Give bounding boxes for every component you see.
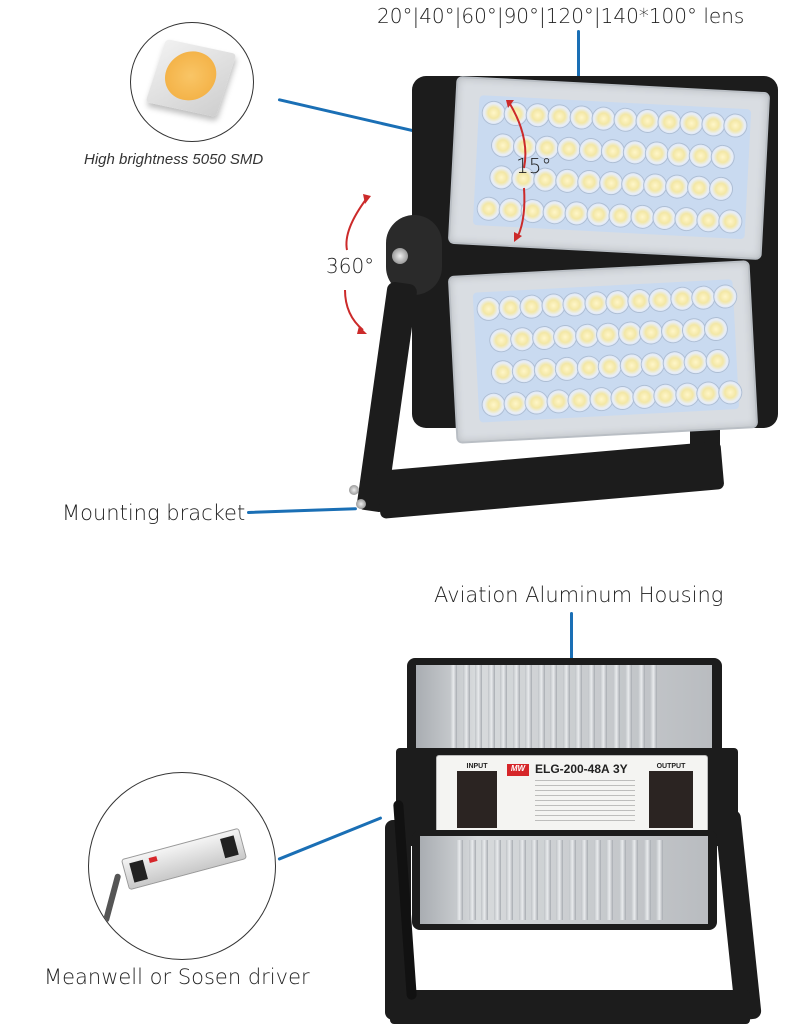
driver-specs-text [535, 780, 635, 824]
rotation-label: 360° [326, 254, 375, 278]
driver-inset [88, 772, 276, 960]
smd-phosphor [158, 46, 223, 105]
bracket-bolt [349, 485, 359, 495]
bracket-callout-line [246, 507, 357, 514]
heat-sink-fin [581, 840, 588, 920]
bracket-bolt [356, 499, 366, 509]
beam-angle-label: 15° [516, 154, 552, 178]
smd-chip-inset [130, 22, 254, 142]
heat-sink-fin [493, 840, 501, 920]
driver-unit: INPUT MW ELG-200-48A 3Y OUTPUT [436, 755, 708, 835]
smd-chip-body [145, 38, 237, 118]
heat-sink-fin [618, 840, 626, 920]
heat-sink-fin [500, 665, 507, 750]
lens-options-label: 20°|40°|60°|90°|120°|140*100° lens [377, 4, 745, 28]
heat-sink-fin [593, 840, 601, 920]
heat-sink-fin [462, 665, 470, 750]
heat-sink-fin [600, 665, 607, 750]
heat-sink-fin [468, 840, 476, 920]
hub-bolt [392, 248, 408, 264]
heat-sink-fin [650, 665, 657, 750]
heat-sink-fin [631, 840, 638, 920]
heat-sink-fin [475, 665, 482, 750]
heat-sink-fin [568, 840, 576, 920]
driver-label: Meanwell or Sosen driver [44, 965, 310, 989]
heat-sink-fin [481, 840, 488, 920]
bracket-base [376, 441, 725, 519]
heat-sink-fin [518, 840, 526, 920]
driver-model: ELG-200-48A [535, 762, 610, 776]
heat-sink-fin [525, 665, 532, 750]
heat-sink-fin [450, 665, 457, 750]
heat-sink-fin [625, 665, 632, 750]
heat-sink-fin [550, 665, 557, 750]
heat-sink-fin [587, 665, 595, 750]
driver-input-panel: INPUT [457, 762, 497, 828]
housing-label: Aviation Aluminum Housing [434, 583, 724, 607]
heat-sink-fin [487, 665, 495, 750]
driver-output-label: OUTPUT [649, 762, 693, 771]
driver-thumbnail-cable [102, 873, 122, 923]
heat-sink-fin [531, 840, 538, 920]
heat-sink-fin [456, 840, 463, 920]
meanwell-logo: MW [507, 764, 529, 776]
smd-caption: High brightness 5050 SMD [84, 151, 264, 168]
led-module-upper [447, 75, 771, 261]
driver-warranty: 3Y [613, 762, 628, 776]
beam-angle-arrow-icon [506, 100, 527, 242]
heat-sink-fin [643, 840, 651, 920]
back-bracket-base [390, 990, 750, 1024]
heat-sink-fin [556, 840, 563, 920]
heat-sink-fin [506, 840, 513, 920]
heat-sink-fin [612, 665, 620, 750]
heat-sink-fin [575, 665, 582, 750]
rotation-arrow-icon [344, 194, 371, 334]
heat-sink-fin [656, 840, 663, 920]
heat-sink-fin [512, 665, 520, 750]
heat-sink-fin [537, 665, 545, 750]
heat-sink-fin [637, 665, 645, 750]
driver-callout-line [277, 816, 383, 861]
driver-thumbnail [120, 827, 248, 891]
driver-output-panel: OUTPUT [649, 762, 693, 828]
heat-sink-fin [606, 840, 613, 920]
aluminum-plate-bottom [420, 836, 708, 924]
driver-input-label: INPUT [457, 762, 497, 771]
mounting-bracket-label: Mounting bracket [62, 501, 246, 525]
led-module-lower [447, 260, 759, 444]
heat-sink-fin [562, 665, 570, 750]
heat-sink-fin [543, 840, 551, 920]
